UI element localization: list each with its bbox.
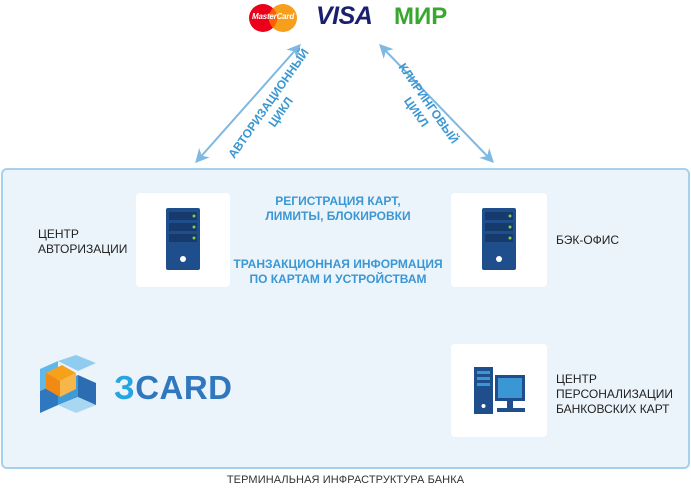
flow-bottom-line-2: ПО КАРТАМ И УСТРОЙСТВАМ [249, 272, 427, 286]
personalization-center-label: ЦЕНТР ПЕРСОНАЛИЗАЦИИ БАНКОВСКИХ КАРТ [556, 372, 673, 417]
mastercard-logo-text: MasterCard [251, 12, 295, 21]
flow-top-line-2: ЛИМИТЫ, БЛОКИРОВКИ [265, 209, 411, 223]
clearing-cycle-arrow [379, 43, 494, 164]
flow-top-line-1: РЕГИСТРАЦИЯ КАРТ, [275, 194, 401, 208]
diagram-caption: ТЕРМИНАЛЬНАЯ ИНФРАСТРУКТУРА БАНКА [226, 474, 465, 486]
personalization-center-line-3: БАНКОВСКИХ КАРТ [556, 402, 670, 416]
authorization-center-line-1: ЦЕНТР [38, 227, 79, 241]
personalization-center-line-1: ЦЕНТР [556, 372, 597, 386]
authorization-center-node [136, 193, 230, 287]
server-icon [166, 208, 200, 270]
bank-infrastructure-panel [1, 168, 690, 469]
mastercard-circles-icon [249, 4, 297, 32]
flow-bottom-line-1: ТРАНЗАКЦИОННАЯ ИНФОРМАЦИЯ [233, 257, 443, 271]
card-registration-flow-label: РЕГИСТРАЦИЯ КАРТ, ЛИМИТЫ, БЛОКИРОВКИ [233, 194, 443, 224]
transaction-info-flow-label: ТРАНЗАКЦИОННАЯ ИНФОРМАЦИЯ ПО КАРТАМ И УС… [233, 257, 443, 287]
back-office-node [451, 193, 547, 287]
visa-logo: VISA [316, 2, 373, 30]
desktop-computer-icon [474, 367, 525, 414]
brand-name: ЗCARD [114, 369, 233, 407]
personalization-center-node [451, 344, 547, 437]
brand-prefix: З [114, 369, 136, 406]
authorization-cycle-arrow [195, 43, 301, 164]
personalization-center-line-2: ПЕРСОНАЛИЗАЦИИ [556, 387, 674, 401]
authorization-center-line-2: АВТОРИЗАЦИИ [38, 242, 128, 256]
authorization-center-label: ЦЕНТР АВТОРИЗАЦИИ [38, 227, 127, 257]
mir-logo: МИР [394, 3, 448, 30]
cube-logo-icon [40, 355, 96, 413]
server-icon [482, 208, 516, 270]
back-office-label: БЭК-ОФИС [556, 233, 620, 247]
mastercard-logo: MasterCard [245, 3, 301, 33]
brand-suffix: CARD [135, 369, 233, 406]
